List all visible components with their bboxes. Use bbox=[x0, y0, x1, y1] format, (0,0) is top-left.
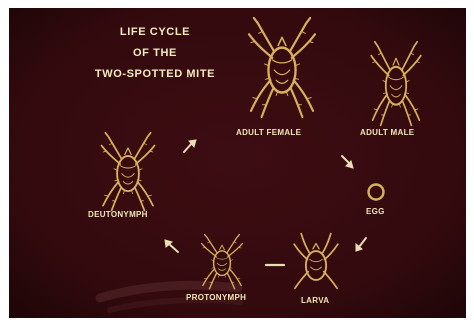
label-egg: EGG bbox=[366, 207, 385, 216]
label-deutonymph: DEUTONYMPH bbox=[88, 210, 148, 219]
title-line-2: OF THE bbox=[70, 43, 240, 64]
label-adult-male: ADULT MALE bbox=[360, 128, 414, 137]
label-protonymph: PROTONYMPH bbox=[186, 293, 246, 302]
label-larva: LARVA bbox=[301, 296, 329, 305]
label-adult-female: ADULT FEMALE bbox=[236, 128, 301, 137]
slide-title: LIFE CYCLE OF THE TWO-SPOTTED MITE bbox=[70, 22, 240, 85]
title-line-3: TWO-SPOTTED MITE bbox=[70, 64, 240, 85]
title-line-1: LIFE CYCLE bbox=[70, 22, 240, 43]
